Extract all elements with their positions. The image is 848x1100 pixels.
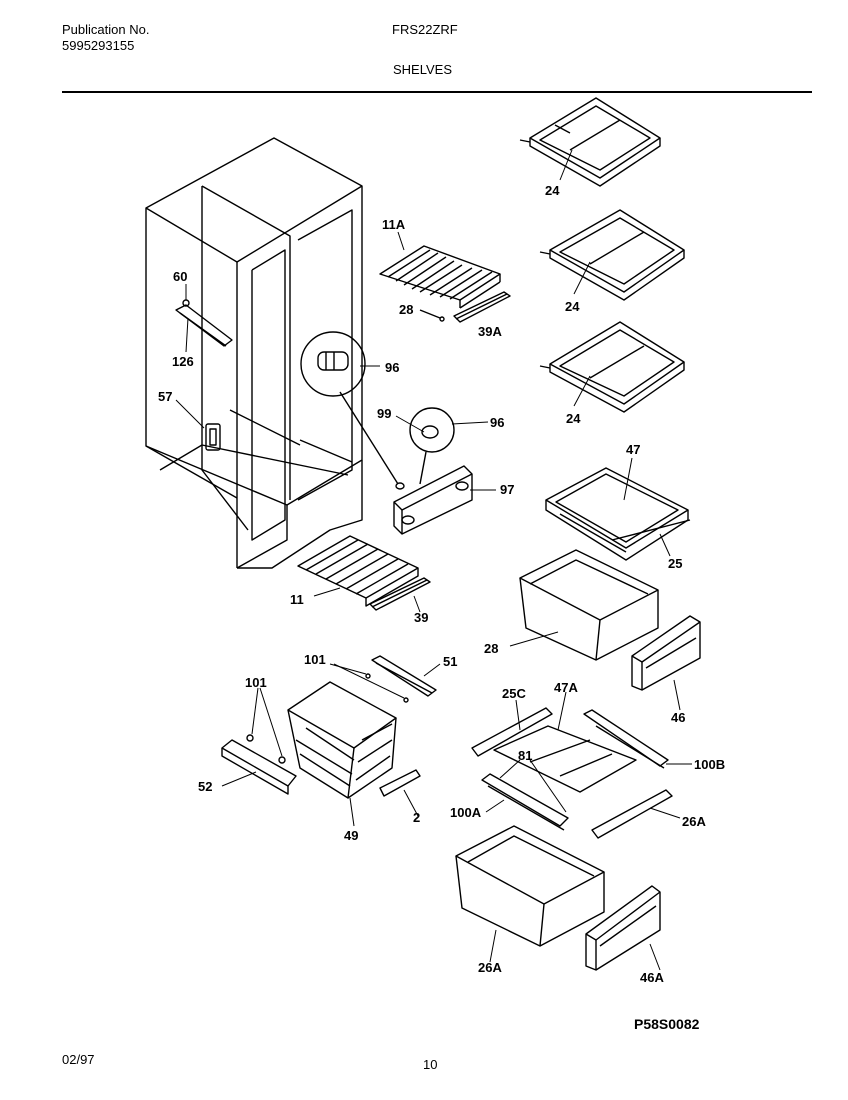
part-46-drawer-front [631, 615, 701, 691]
part-39-trim [369, 577, 431, 611]
label-46a: 46A [640, 970, 664, 985]
part-46a-drawer-front [585, 885, 661, 971]
label-11a: 11A [382, 217, 406, 232]
label-101-lower: 101 [245, 675, 267, 690]
label-2: 2 [413, 810, 420, 825]
part-96-socket-detail-upper [300, 331, 366, 397]
section-title: SHELVES [393, 62, 453, 77]
label-25c: 25C [502, 686, 526, 701]
part-96-socket-detail-lower [409, 407, 455, 453]
label-47: 47 [626, 442, 640, 457]
label-49: 49 [344, 828, 358, 843]
label-100a: 100A [450, 805, 482, 820]
part-26a-crisper-pan [455, 825, 605, 947]
part-2-rail [379, 769, 421, 797]
part-28-crisper-pan [519, 549, 659, 661]
part-11a-wire-shelf [379, 245, 501, 309]
label-28-lower: 28 [484, 641, 498, 656]
label-26a-rail: 26A [682, 814, 706, 829]
part-100b-rail [583, 709, 669, 769]
label-24-upper: 24 [545, 183, 560, 198]
publication-label: Publication No. [62, 22, 150, 37]
label-96-lower: 96 [490, 415, 504, 430]
label-60: 60 [173, 269, 187, 284]
label-47a: 47A [554, 680, 578, 695]
part-11-wire-shelf [297, 535, 419, 607]
part-24-glass-shelf-1 [519, 97, 661, 187]
label-99: 99 [377, 406, 391, 421]
part-47a-glass-shelf [493, 725, 637, 793]
label-96-upper: 96 [385, 360, 399, 375]
part-47-shelf [545, 467, 691, 561]
cabinet-drawing [145, 137, 363, 569]
label-24-lower: 24 [566, 411, 581, 426]
publication-number: 5995293155 [62, 38, 135, 53]
part-51-rail [371, 655, 437, 697]
part-39a-trim [453, 291, 511, 323]
part-24-glass-shelf-2 [539, 209, 685, 301]
label-39: 39 [414, 610, 428, 625]
footer-date: 02/97 [62, 1052, 95, 1067]
label-57: 57 [158, 389, 172, 404]
part-26a-rail [591, 789, 673, 839]
model-number: FRS22ZRF [392, 22, 458, 37]
label-81: 81 [518, 748, 532, 763]
label-24-middle: 24 [565, 299, 580, 314]
label-52: 52 [198, 779, 212, 794]
label-26a-pan: 26A [478, 960, 502, 975]
header-rule [62, 91, 812, 93]
label-25: 25 [668, 556, 682, 571]
label-11: 11 [290, 592, 304, 607]
part-126-rail [175, 299, 233, 347]
part-49-wire-basket [287, 681, 397, 799]
part-52-bracket [221, 739, 297, 795]
part-24-glass-shelf-3 [539, 321, 685, 413]
page-number: 10 [423, 1057, 438, 1072]
label-28-upper: 28 [399, 302, 413, 317]
label-100b: 100B [694, 757, 725, 772]
label-46: 46 [671, 710, 685, 725]
label-97: 97 [500, 482, 514, 497]
diagram-code: P58S0082 [634, 1016, 700, 1032]
leader-lines [175, 149, 692, 971]
label-39a: 39A [478, 324, 502, 339]
part-25c-rail [471, 707, 553, 757]
part-57-bracket [205, 423, 221, 451]
part-97-light-housing [393, 465, 473, 535]
label-126: 126 [172, 354, 194, 369]
label-51: 51 [443, 654, 457, 669]
label-101-upper: 101 [304, 652, 326, 667]
part-100a-rail [481, 773, 569, 831]
